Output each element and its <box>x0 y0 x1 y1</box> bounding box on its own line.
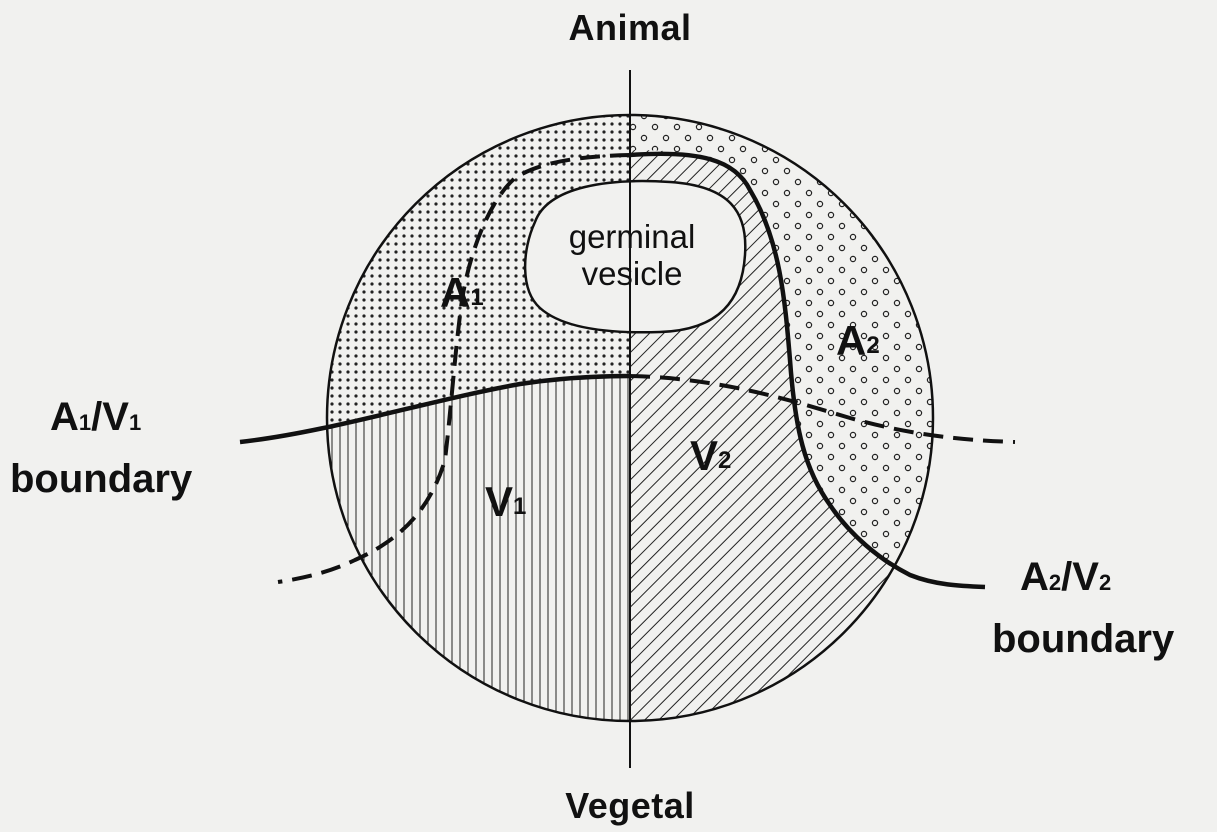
animal-pole-label: Animal <box>568 7 691 48</box>
vegetal-pole-label: Vegetal <box>565 785 695 826</box>
a2-v2-boundary-label-title: A2/V2 <box>1020 555 1111 599</box>
region-v1-fill <box>300 376 630 760</box>
a1-v1-boundary-label-title: A1/V1 <box>50 395 141 439</box>
germinal-vesicle-label-line2: vesicle <box>582 255 683 292</box>
a2-v2-boundary-label-word: boundary <box>992 617 1175 661</box>
a1-v1-boundary-label-word: boundary <box>10 457 193 501</box>
germinal-vesicle-label-line1: germinal <box>569 218 696 255</box>
